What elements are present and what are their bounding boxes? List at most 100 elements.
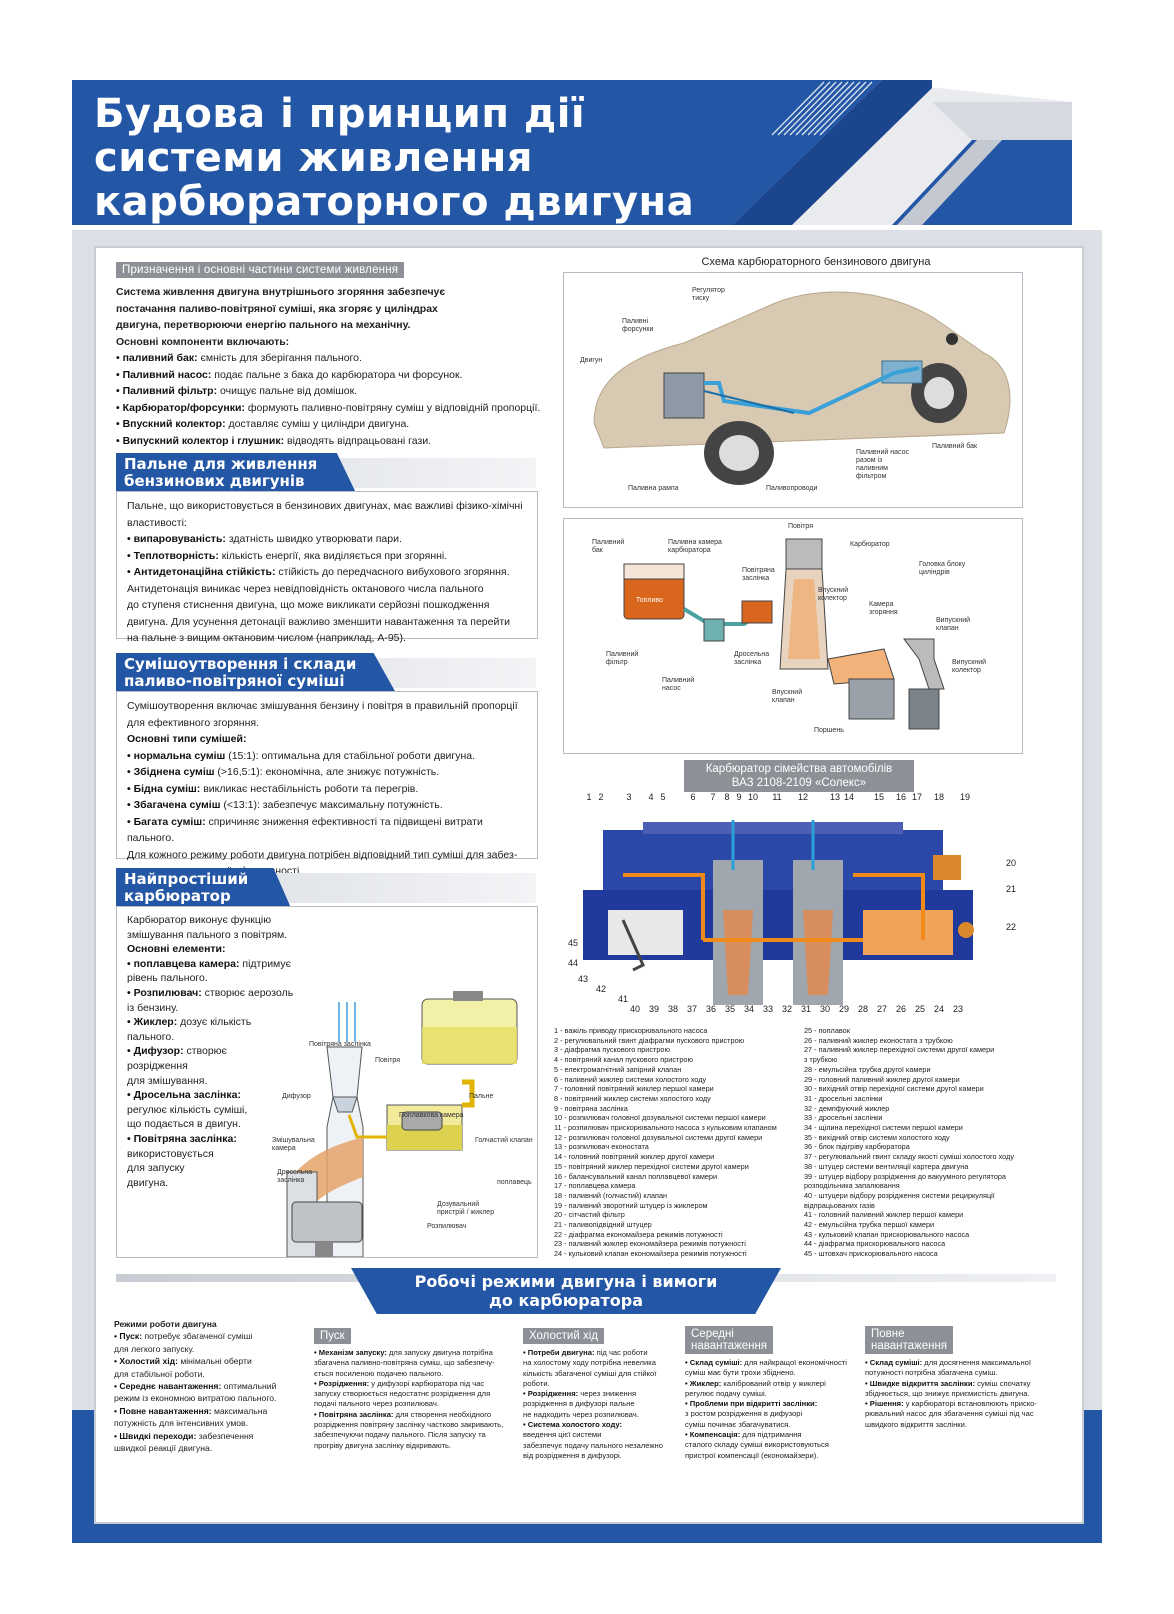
mode-line: роботи. [523,1378,550,1388]
legend-item: 14 - головний повітряний жиклер другої к… [554,1152,715,1162]
mode-line: сталого складу суміші використовуються [685,1440,829,1450]
legend-item: 23 - паливний жиклер економайзера режимі… [554,1239,746,1249]
callout-number: 6 [690,792,695,802]
mode-line: розрідження повітряну заслінку частково … [314,1420,504,1430]
mode-line: збіднюється, що знижує приємистість двиг… [865,1388,1030,1398]
mode-line: пристрої компенсації (економайзери). [685,1450,819,1460]
label-fuel-pipes: Паливопроводи [766,485,818,492]
callout-number: 18 [934,792,944,802]
mode-line: режим із економною витратою пального. [114,1393,277,1404]
label-dosing-device: Дозувальний пристрій / жиклер [437,1201,495,1216]
legend-item: 33 - дросельні заслінки [804,1113,883,1123]
title-line-3: карбюраторного двигуна [94,179,695,225]
label-sprayer: Розпилювач [427,1223,467,1230]
label-pressure-regulator: Регулятор тиску [692,287,725,302]
label-fuel-rail: Паливна рампа [628,485,679,492]
callout-number: 10 [748,792,758,802]
solex-carburetor-diagram [583,820,974,1005]
mode-line: • Система холостого ходу: [523,1420,623,1430]
callout-number: 3 [626,792,631,802]
label-piston: Поршень [814,727,844,734]
mode-line: • Потреби двигуна: під час роботи [523,1348,648,1357]
callout-number: 1 [586,792,591,802]
header: Будова і принцип дії системи живлення ка… [72,80,1102,230]
mode-line: для легкого запуску. [114,1343,195,1354]
legend-item: 6 - паливний жиклер системи холостого хо… [554,1074,707,1084]
label-exhaust-manifold: Випускний колектор [952,659,987,674]
page-title: Будова і принцип дії системи живлення ка… [94,92,694,224]
label-intake-valve: Впускний клапан [772,689,803,704]
purpose-list: • паливний бак: ємність для зберігання п… [116,350,556,449]
legend-item: 25 - поплавок [804,1026,850,1035]
legend-item: 36 - блок підігріву карбюратора [804,1142,910,1152]
car-scheme-box: Регулятор тиску Паливні форсунки Двигун … [563,272,1023,508]
list-item: • Паливний фільтр: очищує пальне від дом… [116,385,358,397]
legend-item: 13 - розпилювач еконостата [554,1142,649,1152]
header-background [72,80,1072,225]
callout-number: 21 [1006,884,1016,894]
legend-item: 28 - емульсійна трубка другої камери [804,1064,931,1074]
callout-number: 16 [896,792,906,802]
callout-number: 22 [1006,922,1016,932]
callout-number: 24 [934,1004,944,1014]
car-scheme-caption: Схема карбюраторного бензинового двигуна [701,256,931,268]
list-item: • нормальна суміш (15:1): оптимальна для… [127,749,476,762]
legend-item: 31 - дросельні заслінки [804,1093,883,1103]
list-item: • Багата суміш: спричиняє зниження ефект… [127,815,483,845]
legend-item: 10 - розпилювач головної дозувальної сис… [554,1113,766,1123]
mode-line: забезпечуючи подачу пального. Після запу… [314,1430,486,1440]
label-float: поплавець [497,1179,532,1186]
legend-item: 39 - штуцер відбору розрідження до вакуу… [804,1171,1006,1181]
callout-number: 31 [801,1004,811,1014]
mode-idle: Холостий хід • Потреби двигуна: під час … [523,1326,688,1461]
list-item: • Повітряна заслінка: [127,1132,237,1145]
label-cylinder-head: Головка блоку циліндрів [919,561,966,576]
list-item: • Збіднена суміш (>16,5:1): економічна, … [127,766,440,778]
mode-line: запуску створюється недостатнє розріджен… [314,1389,491,1399]
mode-line: потужність для інтенсивних умов. [114,1418,248,1429]
list-item: • Випускний колектор і глушник: відводят… [116,434,432,447]
mode-line: з ростом розрідження в дифузорі [685,1409,803,1419]
mode-line: суміш починає збагачуватися. [685,1419,791,1429]
callout-number: 42 [596,984,606,994]
mode-line: • Склад суміші: для найкращої економічно… [685,1358,847,1367]
mode-line: швидкого відкриття заслінки. [865,1419,967,1429]
callout-number: 15 [874,792,884,802]
callout-number: 12 [798,792,808,802]
list-item: • Теплотворність: кількість енергії, яка… [127,549,448,562]
legend-item: 19 - паливний зворотний штуцер із жиклер… [554,1200,708,1210]
legend-item: 20 - сітчастий фільтр [554,1210,625,1220]
list-item: • Впускний колектор: доставляє суміш у ц… [116,418,410,430]
label-air-damper: Повітряна заслінка [309,1041,371,1048]
callout-number: 33 [763,1004,773,1014]
callout-number: 44 [568,958,578,968]
callout-number: 20 [1006,858,1016,868]
mode-line: регулює подачу суміші. [685,1388,767,1398]
legend-item: 5 - електромагнітний запірний клапан [554,1064,682,1074]
callout-number: 41 [618,994,628,1004]
legend-item: 38 - штуцер системи вентиляції картера д… [804,1161,969,1171]
label-air: Повітря [375,1057,401,1064]
callout-number: 34 [744,1004,754,1014]
label-throttle-flow: Дросельна заслінка [734,651,770,666]
list-item: • Карбюратор/форсунки: формують паливно-… [116,401,541,414]
callout-number: 39 [649,1004,659,1014]
callout-number: 9 [736,792,741,802]
simple-box: Карбюратор виконує функцію змішування па… [116,906,538,1258]
list-item: • Дифузор: створює [127,1045,227,1058]
legend-item: 26 - паливний жиклер еконостата з трубко… [804,1035,953,1045]
label-fuel-filter: Паливний фільтр [606,651,639,666]
legend-item: 35 - вихідний отвір системи холостого хо… [804,1132,950,1142]
mode-line: не надходить через розпилювач. [523,1409,639,1419]
legend-item: з трубкою [804,1055,838,1065]
callout-number: 28 [858,1004,868,1014]
mode-line: • Повітряна заслінка: для створення необ… [314,1409,492,1419]
list-item: • Антидетонаційна стійкість: стійкість д… [127,566,510,578]
mode-idle-tag: Холостий хід [523,1328,604,1344]
mode-line: для стабільної роботи. [114,1368,205,1379]
purpose-heading: Призначення і основні частини системи жи… [116,262,405,278]
